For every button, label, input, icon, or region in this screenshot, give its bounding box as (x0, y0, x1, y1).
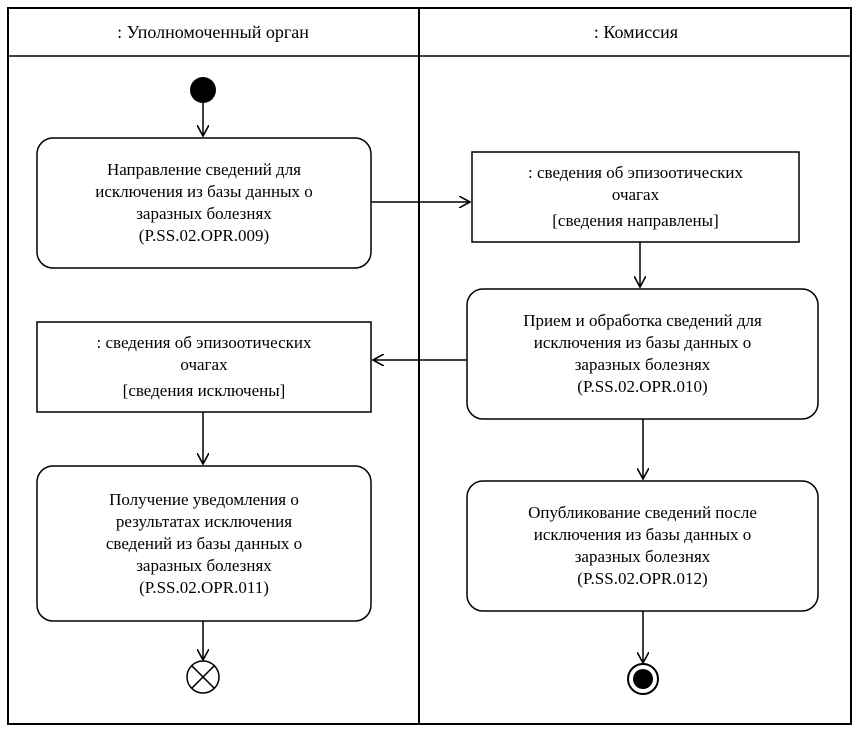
node-text-line: (P.SS.02.OPR.009) (138, 226, 270, 245)
node-text-line: Прием и обработка сведений для (523, 311, 762, 330)
action-label-012: Опубликование сведений после исключения и… (467, 481, 818, 611)
node-text-line: заразных болезнях (136, 555, 272, 575)
object-box-excluded (36, 321, 372, 413)
node-text-line: Направление сведений для (106, 160, 302, 179)
node-text-line: (P.SS.02.OPR.011) (139, 577, 269, 597)
object-state-row: [сведения направлены] (528, 206, 743, 232)
action-label-010: Прием и обработка сведений для исключения… (467, 289, 818, 419)
action-label-009: Направление сведений для исключения из ба… (37, 138, 371, 268)
action-box-011 (36, 465, 372, 622)
node-text-lines: Направление сведений для исключения из ба… (95, 159, 313, 247)
node-text-line: заразных болезнях (136, 204, 272, 223)
activity-final-node (627, 663, 659, 695)
node-text-line: (P.SS.02.OPR.012) (577, 569, 708, 588)
node-text-line: (P.SS.02.OPR.010) (577, 377, 708, 396)
node-text-line: заразных болезнях (574, 547, 711, 566)
node-text-line: исключения из базы данных о (95, 182, 313, 201)
flow-final-node (186, 660, 220, 694)
object-state-row: [сведения исключены] (97, 376, 312, 402)
node-text-lines: Опубликование сведений после исключения и… (528, 502, 757, 590)
action-box-009 (36, 137, 372, 269)
initial-node (190, 77, 216, 103)
object-state-label: [сведения направлены] (552, 211, 719, 230)
node-text-line: : сведения об эпизоотических (528, 163, 743, 182)
object-label-excluded: : сведения об эпизоотических очагах [сведе… (37, 322, 371, 412)
node-text-line: очагах (180, 355, 228, 374)
node-text-line: исключения из базы данных о (533, 525, 752, 544)
object-label-sent: : сведения об эпизоотических очагах [сведе… (472, 152, 799, 242)
node-text-line: заразных болезнях (574, 355, 711, 374)
lane-title-commission: : Комиссия (594, 22, 678, 42)
node-text-line: очагах (611, 185, 660, 204)
object-state-label: [сведения исключены] (122, 381, 286, 400)
node-text-line: Получение уведомления о (109, 489, 299, 509)
diagram-frame (7, 7, 852, 725)
node-text-line: исключения из базы данных о (533, 333, 752, 352)
node-text-line: сведений из базы данных о (105, 533, 303, 553)
object-box-sent (471, 151, 800, 243)
node-text-line: Опубликование сведений после (528, 503, 757, 522)
node-text-lines: Прием и обработка сведений для исключения… (523, 310, 762, 398)
node-text-line: : сведения об эпизоотических (96, 333, 312, 352)
node-text-lines: : сведения об эпизоотических очагах [сведе… (97, 332, 312, 402)
node-text-line: результатах исключения (115, 511, 293, 531)
lane-title-authority: : Уполномоченный орган (117, 22, 309, 42)
node-text-lines: : сведения об эпизоотических очагах [сведе… (528, 162, 743, 232)
